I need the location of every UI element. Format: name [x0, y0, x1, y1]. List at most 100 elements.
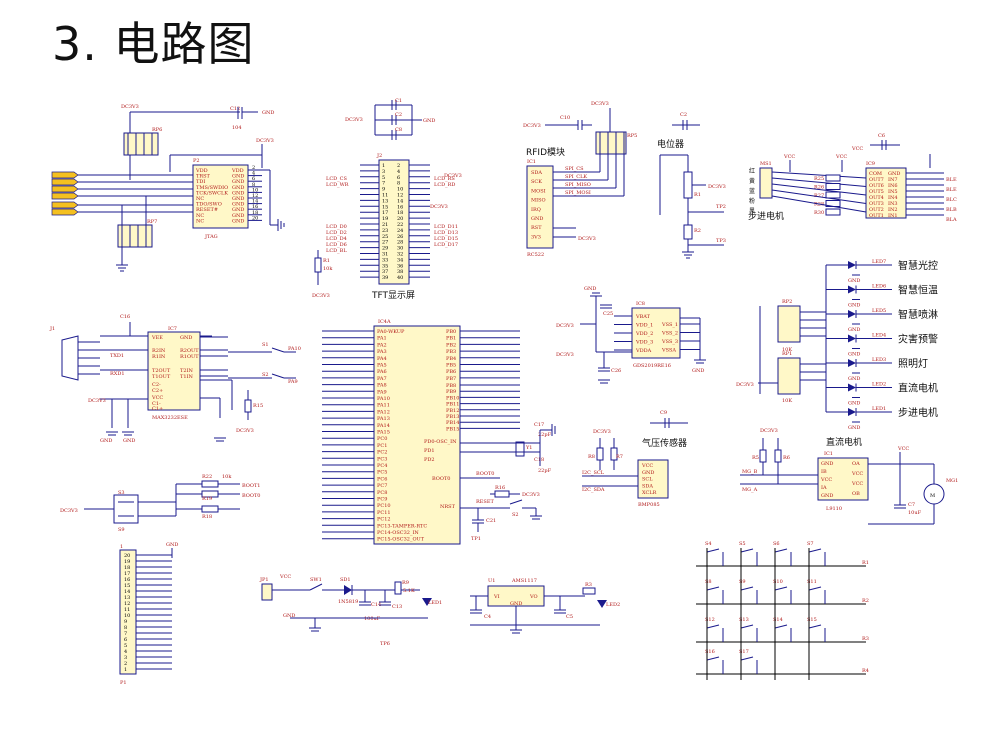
- jtag-pin-gnd: GND: [232, 207, 244, 213]
- matrix-row-label: R4: [862, 668, 869, 674]
- stepper-pin-l: OUT4: [869, 195, 884, 201]
- matrix-key: [706, 548, 720, 553]
- mcu-pin-l: PC10: [377, 503, 391, 509]
- serial-pin-l: R2IN: [152, 348, 166, 354]
- rfid-caption: RFID模块: [526, 146, 565, 158]
- header-pin-num: 10: [124, 613, 130, 619]
- motor-pin-l: GND: [821, 461, 833, 467]
- led-rp2-val: 10K: [782, 347, 792, 353]
- jtag-pin-label: VDD: [195, 168, 208, 174]
- header-pin-num: 19: [124, 559, 130, 565]
- rfid-pin-label: SCK: [531, 179, 542, 185]
- led-rp2: RP2: [782, 299, 792, 305]
- hum-pin-r: VSS_1: [661, 322, 678, 328]
- rfid-net2: DC3V3: [591, 101, 609, 107]
- serial-pin-r: R2OUT: [180, 348, 199, 354]
- mcu-pin-l: PC6: [377, 476, 387, 482]
- matrix-key-label: S4: [705, 541, 712, 547]
- stepper-driver: [865, 167, 907, 219]
- tft-net-r2: DC3V3: [444, 173, 462, 179]
- rfid-module: [526, 165, 554, 249]
- rp7-label: RP7: [147, 219, 157, 225]
- jtag-pin-num: 16: [252, 204, 258, 210]
- mcu-pin-l: PC14-OSC32_IN: [377, 530, 419, 536]
- power-r3: R3: [585, 582, 592, 588]
- power-gndp: GND: [510, 601, 522, 607]
- boot-s3: S3: [118, 490, 125, 496]
- tft-pin-num-r: 2: [397, 163, 400, 169]
- rfid-net3: DC3V3: [578, 236, 596, 242]
- stepper-out-label: BLE: [946, 187, 957, 193]
- jtag-pin-num: 2: [252, 165, 255, 171]
- svg-text:M: M: [930, 493, 935, 499]
- boot-s9: S9: [118, 527, 125, 533]
- mcu-pin-pd: PD2: [424, 457, 435, 463]
- serial-pin-l: C2-: [152, 382, 161, 388]
- svg-text:TXD1: TXD1: [110, 353, 124, 359]
- motor-net: DC3V3: [760, 428, 778, 434]
- jtag-pin-label: TRST: [196, 174, 211, 180]
- svg-text:S1: S1: [262, 342, 269, 348]
- stepper-ic: IC9: [866, 161, 875, 167]
- tft-pin-num-l: 15: [382, 204, 388, 210]
- power-jp: JP1: [259, 577, 269, 583]
- led-diode: [848, 359, 856, 367]
- mcu-pin-r: PB9: [446, 389, 456, 395]
- motor-pin-r: VCC: [851, 481, 863, 487]
- stepper-r-label: R26: [814, 185, 824, 191]
- matrix-key: [740, 656, 754, 661]
- mcu-pin-l: PA0-WKUP: [377, 329, 405, 335]
- header-pin-num: 15: [124, 583, 130, 589]
- c12-label: C12: [230, 106, 240, 112]
- matrix-key: [808, 624, 822, 629]
- hum-gnd: GND: [584, 286, 596, 292]
- power-vi: VI: [493, 594, 500, 600]
- led-gnd-label: GND: [848, 376, 860, 382]
- motor-r6: R6: [783, 455, 790, 461]
- led-resistor-pack-2: [777, 357, 801, 395]
- tft-pin-num-r: 28: [397, 240, 403, 246]
- jtag-resistor-pack: [123, 132, 159, 156]
- baro-part: BMP085: [638, 502, 660, 508]
- power-u1: U1: [488, 578, 495, 584]
- tft-pin-num-r: 34: [397, 257, 403, 263]
- header-pin-num: 2: [124, 661, 127, 667]
- mcu-pin-r: PB4: [446, 356, 456, 362]
- rfid-pin-label: RST: [531, 225, 542, 231]
- matrix-key-label: S7: [807, 541, 814, 547]
- boot-net: DC3V3: [60, 508, 78, 514]
- tft-caption: TFT显示屏: [371, 290, 415, 301]
- mcu-pin-l: PA10: [377, 396, 390, 402]
- matrix-row-label: R2: [862, 598, 869, 604]
- hum-pin-l: VDDA: [635, 348, 652, 354]
- stepper-out-label: BLC: [946, 197, 957, 203]
- matrix-key-label: S11: [807, 579, 817, 585]
- header-pin-num: 12: [124, 601, 130, 607]
- tft-pin-num-r: 36: [397, 263, 403, 269]
- mcu-block: IC4A PA0-WKUPPA1PA2PA3PA4PA5PA6PA7PA8PA9…: [322, 319, 556, 545]
- jtag-pin-gnd: VDD: [231, 168, 244, 174]
- baro-caption: 气压传感器: [642, 437, 687, 449]
- jtag-resistor-pack-2: [117, 224, 153, 248]
- hum-pin-l: VDD_1: [635, 323, 653, 329]
- led-gnd-label: GND: [848, 401, 860, 407]
- boot-block: DC3V3 S3 S9 R22 R19 R18 10k BOOT1 BOOT0: [60, 474, 260, 533]
- power-r9-val: 5.1K: [403, 588, 415, 594]
- header-pin-num: 20: [124, 553, 130, 559]
- serial-net2: DC3V3: [236, 428, 254, 434]
- motor-pin-r: VCC: [851, 471, 863, 477]
- stepper-vcc2: VCC: [835, 154, 847, 160]
- led-ref: LED3: [872, 357, 886, 363]
- rfid-pin-label: 3V3: [531, 234, 541, 240]
- jtag-pin-label: TDI: [196, 179, 205, 185]
- mcu-pin-l: PA13: [377, 416, 390, 422]
- tft-pin-num-l: 33: [382, 257, 388, 263]
- rfid-pin-label: IRQ: [531, 207, 541, 213]
- matrix-key: [774, 548, 788, 553]
- matrix-key: [808, 586, 822, 591]
- stepper-pin-r: IN4: [888, 195, 898, 201]
